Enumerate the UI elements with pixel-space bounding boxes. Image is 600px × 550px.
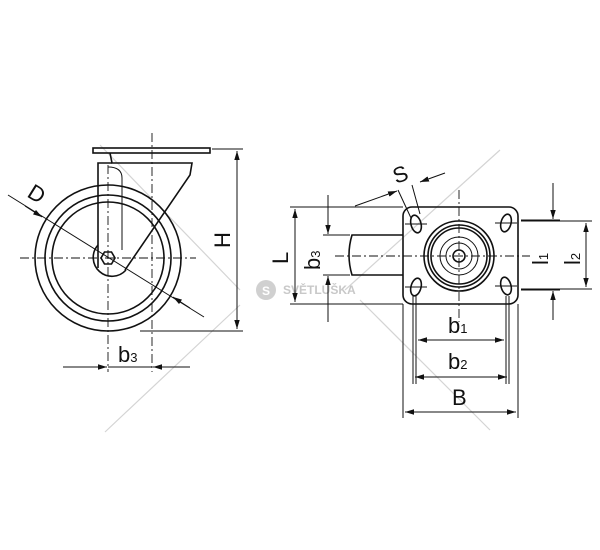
mounting-plate	[402, 206, 519, 305]
fork	[109, 152, 193, 271]
label-b1: b1	[448, 313, 467, 338]
hub	[92, 244, 127, 278]
label-l1: l1	[528, 253, 553, 265]
watermark-logo-letter: S	[262, 284, 270, 298]
label-D: D	[23, 179, 50, 209]
top-view: L b3 S l1 l2 b1 b2 B	[268, 160, 592, 418]
watermark-lines	[99, 144, 501, 433]
label-b3-top: b3	[300, 251, 325, 270]
mounting-slots	[405, 213, 517, 297]
stem	[348, 234, 403, 276]
watermark-text: SVĚTLUŠKA	[283, 282, 356, 297]
label-l2: l2	[560, 253, 585, 265]
wheel-outer	[34, 184, 182, 332]
label-H: H	[210, 232, 235, 248]
label-B: B	[452, 385, 467, 410]
label-L: L	[268, 252, 293, 264]
label-b3-side: b3	[118, 342, 137, 367]
label-S: S	[389, 160, 411, 189]
watermark-logo: S SVĚTLUŠKA	[256, 280, 356, 300]
axle-nut	[100, 251, 116, 265]
label-b2: b2	[448, 349, 467, 374]
top-plate	[92, 147, 211, 154]
